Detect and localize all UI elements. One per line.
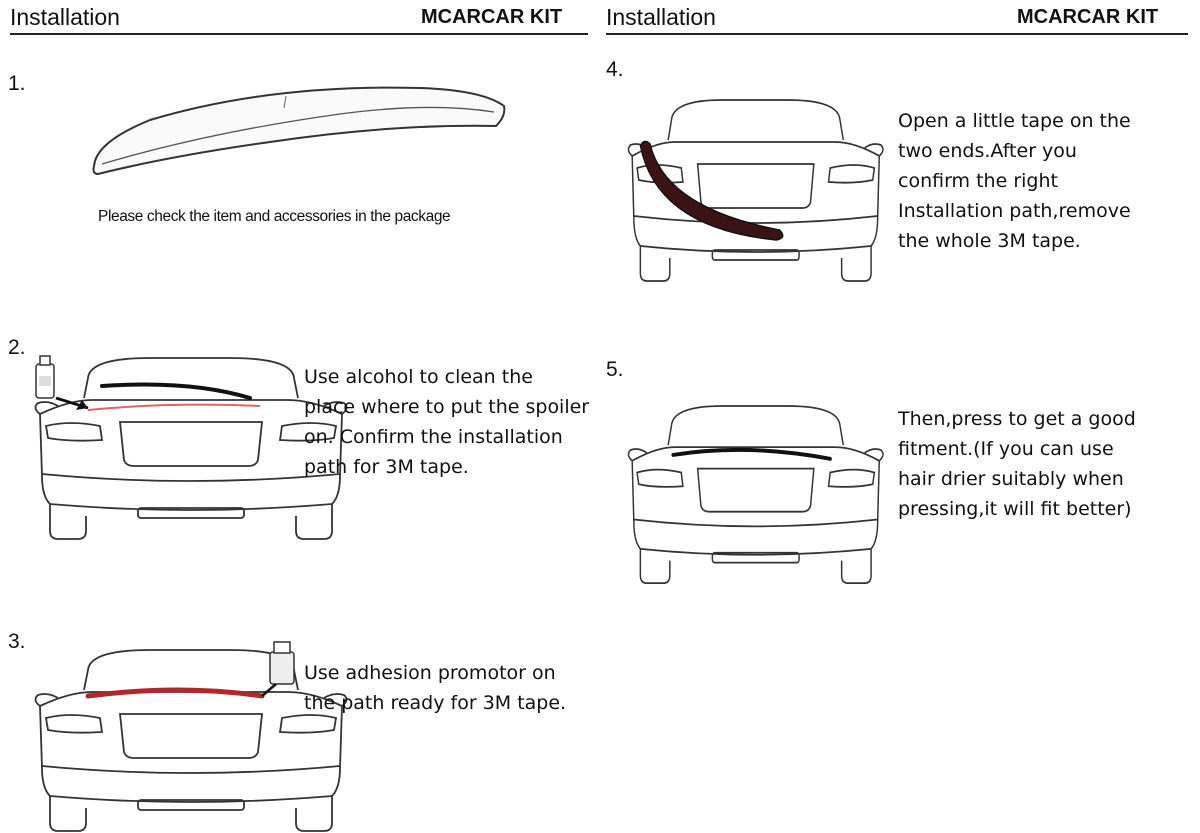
step-4-text-line-1: Open a little tape on the bbox=[898, 110, 1131, 132]
step-3-car-illustration bbox=[34, 641, 348, 832]
step-3-text-line-1: Use adhesion promotor on bbox=[304, 662, 556, 684]
step-4-text-line-3: confirm the right bbox=[898, 170, 1058, 192]
step-1-caption: Please check the item and accessories in… bbox=[98, 208, 451, 225]
step-4-car-illustration bbox=[627, 99, 884, 282]
step-4-text-line-2: two ends.After you bbox=[898, 140, 1077, 162]
header-right-rule bbox=[606, 33, 1188, 35]
step-4-text-line-5: the whole 3M tape. bbox=[898, 230, 1081, 252]
header-left-title: Installation bbox=[10, 4, 120, 30]
step-2-text-line-3: on. Confirm the installation bbox=[304, 426, 563, 448]
step-5-text-line-3: hair drier suitably when bbox=[898, 468, 1124, 490]
header-right-kit: MCARCAR KIT bbox=[1017, 6, 1159, 28]
step-3-text-line-2: the path ready for 3M tape. bbox=[304, 692, 567, 714]
step-3-number: 3. bbox=[8, 630, 26, 653]
step-5-text-line-1: Then,press to get a good bbox=[898, 408, 1136, 430]
step-2-text-line-1: Use alcohol to clean the bbox=[304, 366, 533, 388]
header-left-kit: MCARCAR KIT bbox=[421, 6, 563, 28]
header-left-rule bbox=[10, 33, 588, 35]
step-2-car-illustration bbox=[34, 355, 348, 540]
step-5-number: 5. bbox=[606, 358, 624, 381]
step-2-number: 2. bbox=[8, 336, 26, 359]
step-5-text-line-4: pressing,it will fit better) bbox=[898, 498, 1132, 520]
step-2-text-line-4: path for 3M tape. bbox=[304, 456, 469, 478]
step-2-text-line-2: place where to put the spoiler bbox=[304, 396, 590, 418]
step-1-number: 1. bbox=[8, 72, 26, 95]
step-5-text-line-2: fitment.(If you can use bbox=[898, 438, 1114, 460]
adhesion-promoter-icon bbox=[269, 641, 295, 685]
alcohol-bottle-icon bbox=[35, 355, 55, 399]
step-4-number: 4. bbox=[606, 58, 624, 81]
step-4-text-line-4: Installation path,remove bbox=[898, 200, 1131, 222]
spoiler-illustration bbox=[92, 86, 506, 176]
step-5-car-illustration bbox=[627, 405, 884, 585]
header-right-title: Installation bbox=[606, 4, 716, 30]
